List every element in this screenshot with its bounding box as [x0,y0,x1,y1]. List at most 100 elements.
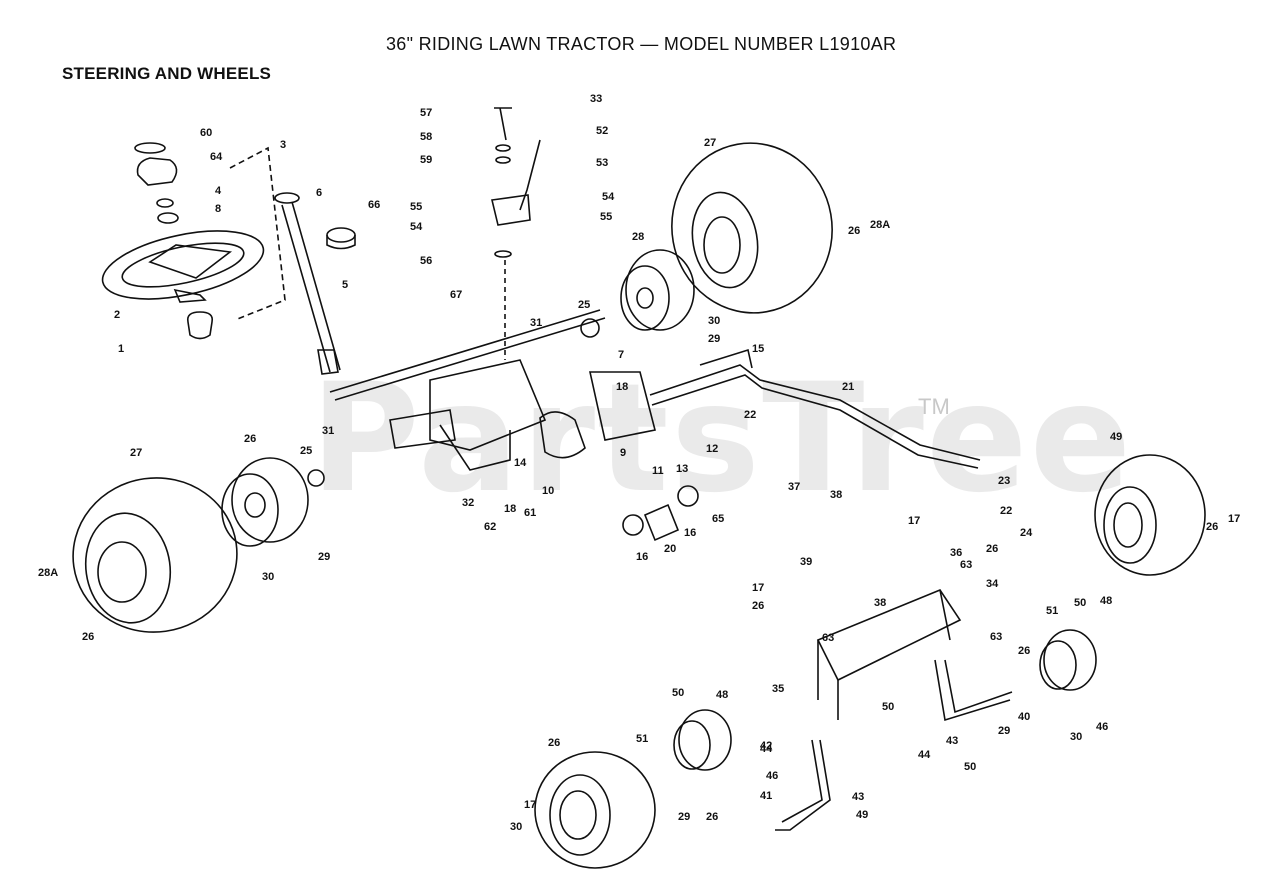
callout-label: 9 [620,447,626,459]
callout-label: 17 [908,515,920,527]
callout-label: 26 [1206,521,1218,533]
transaxle [329,309,656,471]
rear-wheel-rim-left [221,457,309,547]
callout-label: 26 [986,543,998,555]
callout-label: 12 [706,443,718,455]
callout-label: 26 [752,600,764,612]
callout-label: 28A [38,567,58,579]
callout-label: 18 [504,503,516,515]
callout-label: 42 [760,740,772,752]
callout-label: 21 [842,381,854,393]
callout-label: 31 [530,317,542,329]
drag-link [649,348,981,469]
callout-label: 49 [1110,431,1122,443]
callout-label: 31 [322,425,334,437]
callout-label: 65 [712,513,724,525]
callout-label: 26 [1018,645,1030,657]
callout-label: 30 [708,315,720,327]
callout-label: 32 [462,497,474,509]
callout-label: 7 [618,349,624,361]
callout-label: 27 [130,447,142,459]
callout-label: 35 [772,683,784,695]
callout-label: 38 [830,489,842,501]
callout-label: 44 [918,749,931,761]
rear-tire-left [72,477,238,633]
callout-label: 30 [262,571,274,583]
callout-label: 4 [215,185,222,197]
callout-label: 15 [752,343,764,355]
callout-label: 26 [82,631,94,643]
callout-label: 5 [342,279,348,291]
callout-label: 22 [1000,505,1012,517]
callout-label: 34 [986,578,999,590]
callout-label: 6 [316,187,322,199]
callout-label: 50 [964,761,976,773]
callout-label: 49 [856,809,868,821]
callout-label: 1 [118,343,124,355]
callout-label: 55 [410,201,422,213]
callout-label: 17 [524,799,536,811]
callout-labels: 6064483666215575859555456673352535554272… [38,93,1240,833]
callout-label: 54 [602,191,615,203]
callout-label: 44 [760,743,773,755]
callout-label: 46 [766,770,778,782]
callout-label: 41 [760,790,772,802]
callout-label: 25 [300,445,312,457]
steering-wheel [101,230,265,303]
callout-label: 3 [280,139,286,151]
callout-label: 60 [200,127,212,139]
callout-label: 16 [684,527,696,539]
callout-label: 26 [848,225,860,237]
callout-label: 55 [600,211,612,223]
callout-label: 39 [800,556,812,568]
callout-label: 66 [368,199,380,211]
callout-label: 61 [524,507,536,519]
callout-label: 52 [596,125,608,137]
callout-label: 26 [548,737,560,749]
callout-label: 8 [215,203,221,215]
front-axle [816,589,962,720]
callout-label: 50 [882,701,894,713]
callout-label: 63 [960,559,972,571]
callout-label: 53 [596,157,608,169]
steering-bushing [186,227,356,340]
spacers [307,318,699,542]
callout-label: 29 [708,333,720,345]
steering-shaft [274,192,341,375]
callout-label: 23 [998,475,1010,487]
callout-label: 14 [514,457,527,469]
callout-label: 30 [1070,731,1082,743]
callout-label: 22 [744,409,756,421]
callout-label: 50 [672,687,684,699]
callout-label: 57 [420,107,432,119]
callout-label: 62 [484,521,496,533]
callout-label: 58 [420,131,432,143]
group-bracket [229,146,286,321]
section-heading: STEERING AND WHEELS [62,64,272,83]
callout-label: 51 [1046,605,1058,617]
callout-label: 38 [874,597,886,609]
steering-cap [134,142,179,224]
callout-label: 37 [788,481,800,493]
callout-label: 63 [990,631,1002,643]
callout-label: 28 [632,231,644,243]
callout-label: 59 [420,154,432,166]
callout-label: 54 [410,221,423,233]
callout-label: 64 [210,151,223,163]
callout-label: 40 [1018,711,1030,723]
rear-tire-right [671,142,833,314]
callout-label: 63 [822,632,834,644]
page-title: 36" RIDING LAWN TRACTOR — MODEL NUMBER L… [386,34,897,54]
callout-label: 17 [752,582,764,594]
front-tire-right [1094,454,1206,576]
callout-label: 29 [318,551,330,563]
callout-label: 29 [678,811,690,823]
steering-gear [491,107,541,360]
callout-label: 27 [704,137,716,149]
callout-label: 20 [664,543,676,555]
callout-label: 46 [1096,721,1108,733]
trademark-symbol: TM [918,394,950,419]
callout-label: 26 [244,433,256,445]
